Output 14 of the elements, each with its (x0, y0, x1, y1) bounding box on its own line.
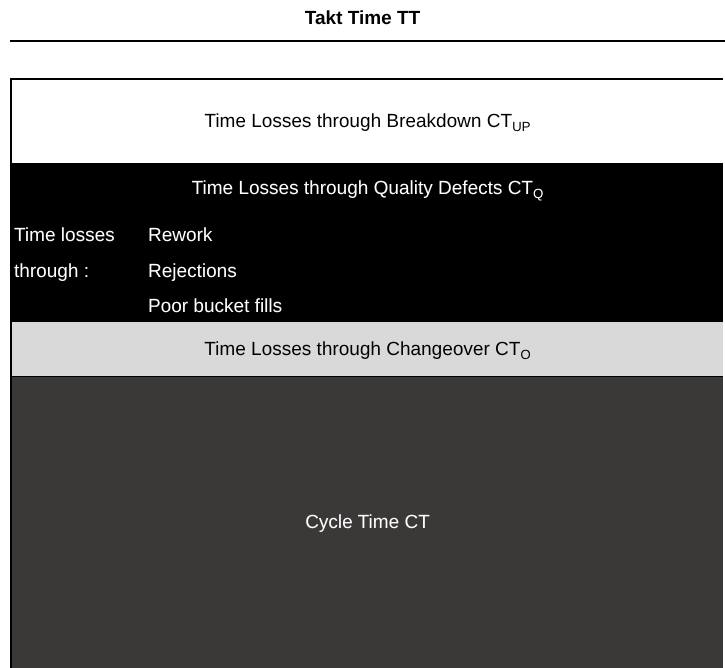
list-item: Poor bucket fills (148, 295, 282, 319)
band-heading: Time Losses through Quality Defects CT$_{Q}$ (190, 177, 544, 201)
band-heading: Cycle Time CT (304, 510, 431, 534)
band-heading: Time Losses through Breakdown CT$_{UP}$ (203, 110, 532, 134)
band-heading: Time Losses through Changeover CT$_{O}$ (203, 338, 532, 362)
title: Takt Time TT (304, 8, 422, 30)
changeover-band (12, 322, 723, 377)
list-item: Rework (148, 224, 212, 248)
list-item: Rejections (148, 260, 237, 284)
breakdown-band (12, 80, 723, 164)
frame (10, 78, 723, 668)
cycle-time-band (12, 377, 723, 668)
side-label: Time losses through : (14, 224, 116, 284)
quality-band (12, 164, 723, 322)
